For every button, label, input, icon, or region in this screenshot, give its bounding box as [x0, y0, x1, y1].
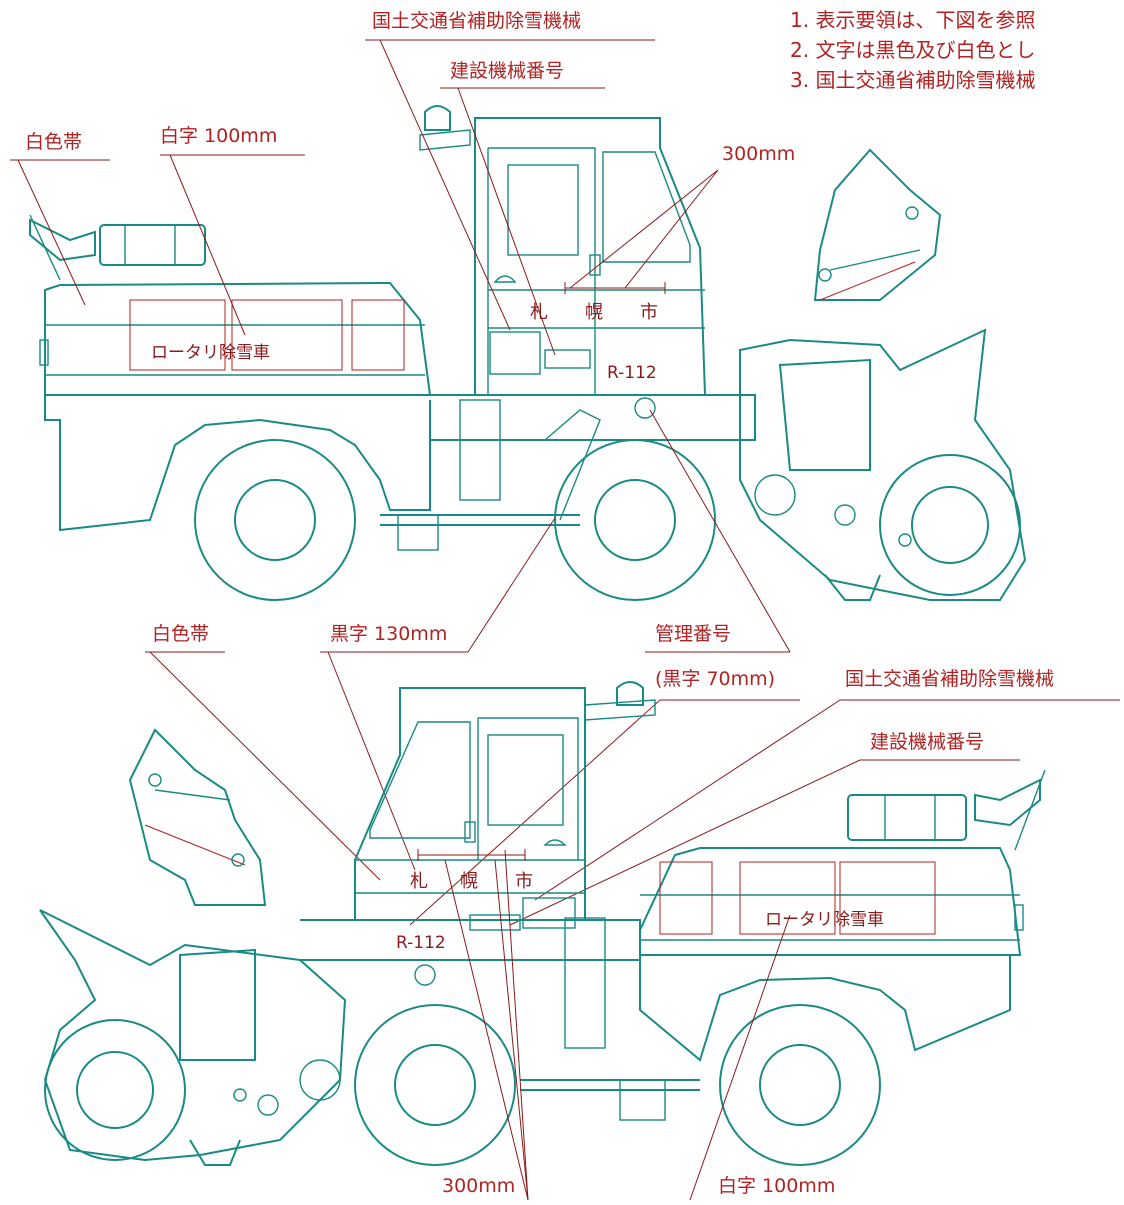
top-chute [813, 148, 942, 301]
top-label-equipment-number: 建設機械番号 [450, 60, 564, 82]
bottom-reg-number: R-112 [396, 933, 446, 953]
label-black-70mm: (黒字 70mm) [655, 668, 775, 690]
top-beacon [424, 105, 451, 131]
notes-block: 1. 表示要領は、下図を参照 2. 文字は黒色及び白色とし 3. 国土交通省補助… [790, 8, 1035, 92]
bottom-front-wheel [354, 1004, 516, 1166]
bottom-city-2: 幌 [460, 871, 478, 892]
top-panel-2 [231, 299, 343, 371]
top-cab-window-1 [507, 164, 579, 256]
top-panel-1 [129, 299, 226, 371]
bottom-panel-1 [659, 861, 713, 935]
note-2: 2. 文字は黒色及び白色とし [790, 38, 1035, 62]
label-management-number: 管理番号 [655, 623, 731, 645]
top-rear-wheel [194, 439, 356, 601]
bottom-exhaust [974, 778, 1041, 827]
bottom-annotations: 札 幌 市 ロータリ除雪車 R-112 300mm 白字 100mm [396, 849, 884, 1201]
top-annotations: 国土交通省補助除雪機械 建設機械番号 白色帯 白字 100mm 300mm ロー… [10, 10, 795, 383]
top-panel-3 [351, 299, 405, 371]
top-reg-number: R-112 [607, 363, 657, 383]
bottom-auger [44, 1019, 186, 1161]
top-muffler [99, 224, 206, 266]
bottom-beacon [616, 681, 644, 706]
note-1: 1. 表示要領は、下図を参照 [790, 8, 1035, 32]
bottom-vehicle-drawing [39, 681, 1046, 1166]
top-city-2: 幌 [585, 302, 603, 323]
bottom-label-white-band: 白色帯 [152, 623, 209, 645]
top-exhaust [29, 218, 96, 262]
bottom-label-equipment-number: 建設機械番号 [870, 731, 984, 753]
top-label-white-text: 白字 100mm [160, 125, 277, 147]
bottom-panel-3 [839, 861, 936, 935]
bottom-muffler [847, 794, 967, 841]
top-cab-window-2 [602, 151, 691, 263]
top-label-mlit: 国土交通省補助除雪機械 [372, 10, 581, 32]
top-blower-housing [739, 328, 1027, 601]
bottom-label-white-text: 白字 100mm [718, 1175, 835, 1197]
middle-annotations: 白色帯 黒字 130mm 管理番号 (黒字 70mm) 国土交通省補助除雪機械 … [145, 409, 1120, 926]
bottom-rear-wheel [719, 1004, 881, 1166]
bottom-chute [128, 728, 267, 906]
bottom-body-text: ロータリ除雪車 [765, 910, 884, 930]
top-vehicle-drawing [29, 105, 1027, 601]
top-label-white-band: 白色帯 [25, 131, 82, 153]
bottom-cab-window-1 [487, 734, 564, 826]
top-city-3: 市 [640, 302, 658, 323]
bottom-label-mlit: 国土交通省補助除雪機械 [845, 668, 1054, 690]
bottom-blower-housing [39, 909, 347, 1162]
note-3: 3. 国土交通省補助除雪機械 [790, 68, 1035, 92]
bottom-label-300mm: 300mm [442, 1175, 515, 1197]
bottom-city-1: 札 [410, 871, 428, 892]
bottom-cab-window-2 [369, 721, 471, 839]
bottom-city-3: 市 [515, 871, 533, 892]
bottom-label-black-text: 黒字 130mm [330, 623, 447, 645]
top-body-text: ロータリ除雪車 [151, 343, 270, 363]
top-city-1: 札 [530, 302, 548, 323]
top-label-300mm: 300mm [722, 143, 795, 165]
top-front-wheel [554, 439, 716, 601]
top-auger [879, 454, 1021, 596]
bottom-rear-body [639, 847, 1022, 956]
bottom-panel-2 [739, 861, 836, 935]
